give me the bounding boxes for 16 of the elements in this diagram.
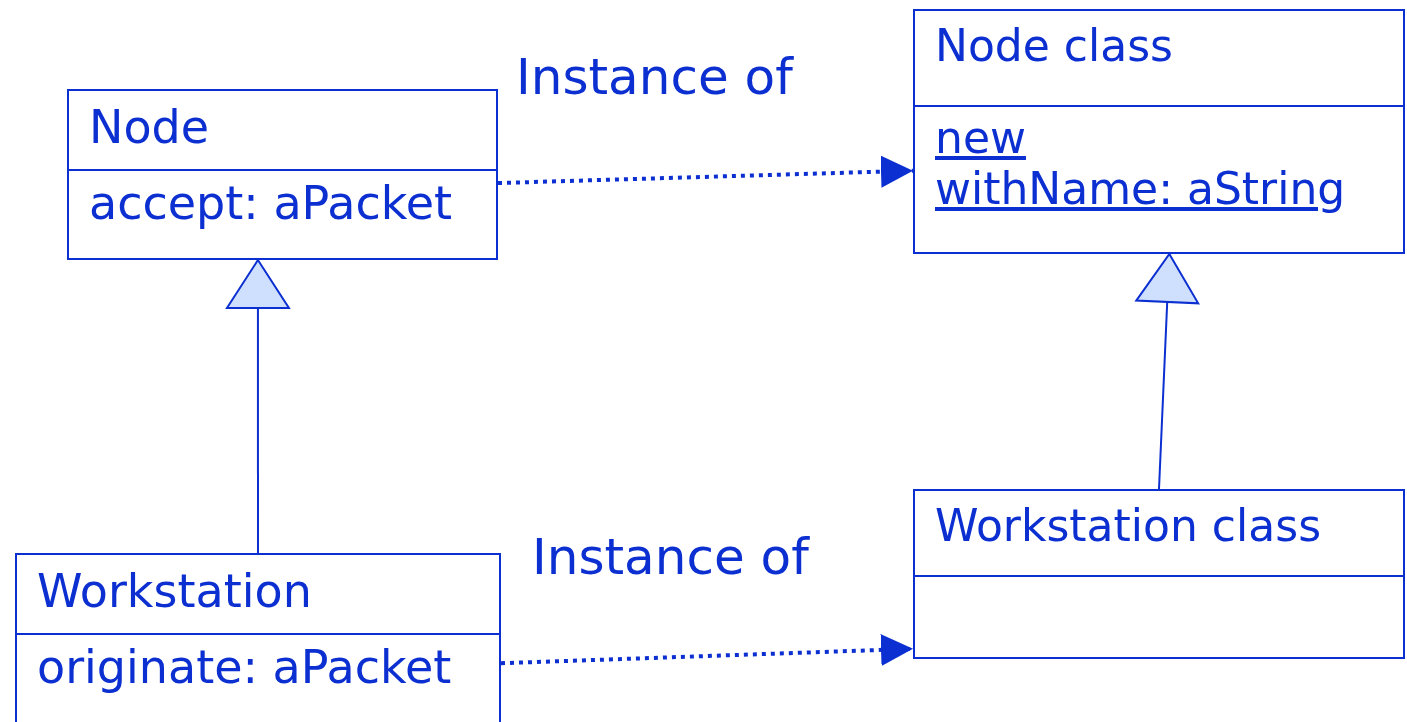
method-name: originate: aPacket (37, 641, 452, 694)
method-name: accept: aPacket (89, 177, 453, 230)
generalization-arrow (1135, 253, 1200, 490)
class-box (67, 89, 498, 260)
class-box (913, 489, 1405, 659)
class-box (15, 553, 501, 722)
generalization-arrow (225, 259, 290, 554)
class-name: Node (89, 101, 210, 154)
dependency-arrow (497, 155, 914, 188)
class-method: new (935, 113, 1026, 164)
class-name: Workstation (37, 565, 312, 618)
class-name: Node class (935, 21, 1174, 72)
class-box (913, 9, 1405, 254)
class-method: withName: aString (935, 163, 1346, 215)
dependency-arrow (500, 633, 914, 666)
class-name: Workstation class (935, 501, 1322, 552)
